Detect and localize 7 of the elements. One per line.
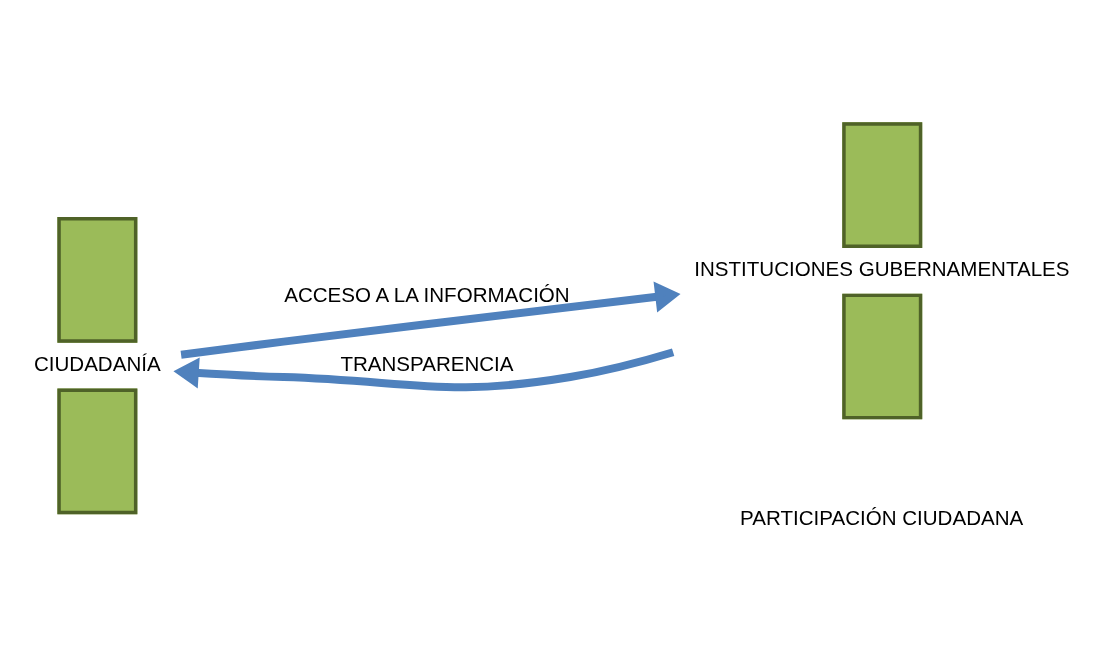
arrow (173, 348, 675, 392)
node-label: INSTITUCIONES GUBERNAMENTALES (694, 256, 1070, 280)
edge-label: ACCESO A LA INFORMACIÓN (284, 283, 570, 307)
node-label: CIUDADANÍA (33, 351, 161, 375)
label: PARTICIPACIÓN CIUDADANA (740, 505, 1024, 529)
arrow (180, 281, 681, 359)
edge-label: TRANSPARENCIA (340, 351, 514, 375)
